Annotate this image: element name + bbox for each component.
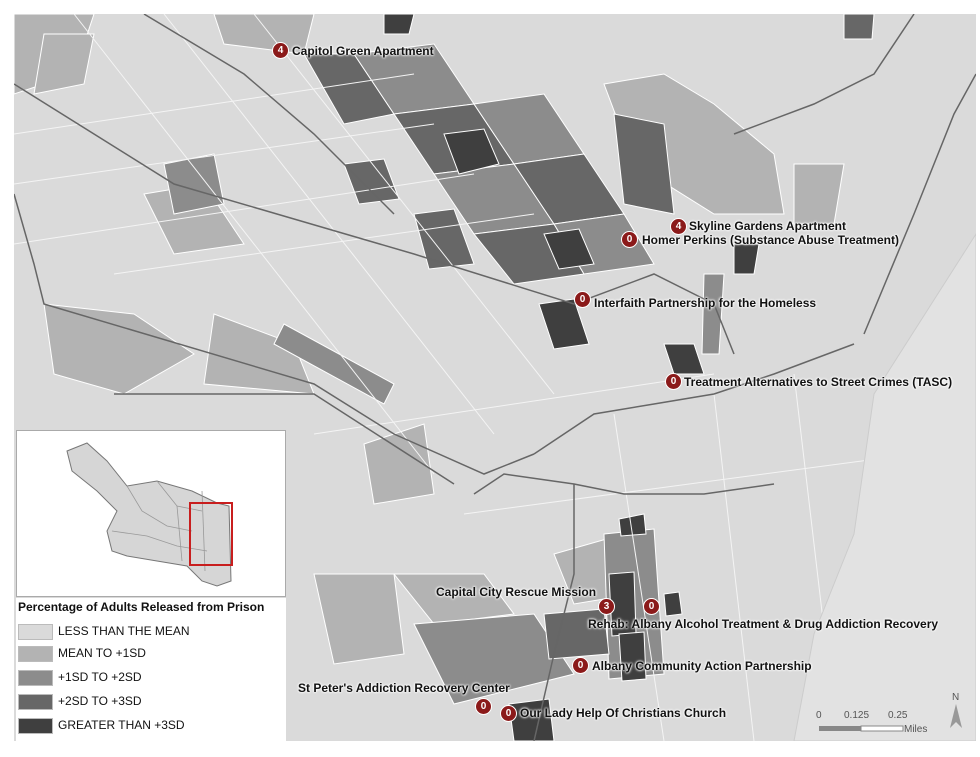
inset-county-outline [66, 442, 233, 587]
legend-label: +2SD TO +3SD [58, 694, 142, 708]
site-label: Homer Perkins (Substance Abuse Treatment… [642, 233, 899, 247]
site-badge[interactable]: 0 [665, 373, 682, 390]
site-label: Capitol Green Apartment [292, 44, 434, 58]
legend-swatch [18, 624, 53, 640]
site-badge[interactable]: 0 [621, 231, 638, 248]
legend-label: MEAN TO +1SD [58, 646, 146, 660]
legend-label: +1SD TO +2SD [58, 670, 142, 684]
site-label: Capital City Rescue Mission [436, 585, 597, 599]
north-arrow-icon [950, 704, 962, 728]
site-badge[interactable]: 0 [643, 598, 660, 615]
legend-label: LESS THAN THE MEAN [58, 624, 190, 638]
site-badge[interactable]: 4 [670, 218, 687, 235]
site-label: Skyline Gardens Apartment [689, 219, 846, 233]
site-badge[interactable]: 0 [572, 657, 589, 674]
north-arrow: N [946, 692, 976, 732]
legend-swatch [18, 718, 53, 734]
site-label: St Peter's Addiction Recovery Center [298, 681, 510, 695]
legend-label: GREATER THAN +3SD [58, 718, 185, 732]
site-badge[interactable]: 3 [598, 598, 615, 615]
scale-tick: 0.25 [888, 710, 908, 721]
inset-locator-map [16, 430, 286, 597]
site-label: Our Lady Help Of Christians Church [520, 706, 727, 720]
inset-extent-frame [189, 502, 233, 566]
site-badge[interactable]: 0 [574, 291, 591, 308]
site-badge[interactable]: 4 [272, 42, 289, 59]
site-label: Interfaith Partnership for the Homeless [594, 296, 817, 310]
scale-bar-graphic [819, 725, 904, 732]
scale-tick: 0.125 [844, 710, 870, 721]
legend-swatch [18, 694, 53, 710]
legend-swatch [18, 670, 53, 686]
site-badge[interactable]: 0 [500, 705, 517, 722]
scale-tick: 0 [816, 710, 822, 721]
site-label: Rehab: Albany Alcohol Treatment & Drug A… [588, 617, 939, 631]
legend: Percentage of Adults Released from Priso… [16, 598, 286, 741]
legend-title: Percentage of Adults Released from Priso… [18, 600, 265, 614]
legend-swatch [18, 646, 53, 662]
scale-unit: Miles [904, 724, 928, 735]
site-badge[interactable]: 0 [475, 698, 492, 715]
north-label: N [952, 692, 960, 703]
scale-bar: 0 0.125 0.25 Miles [816, 710, 946, 740]
site-label: Albany Community Action Partnership [592, 659, 812, 673]
site-label: Treatment Alternatives to Street Crimes … [684, 375, 953, 389]
